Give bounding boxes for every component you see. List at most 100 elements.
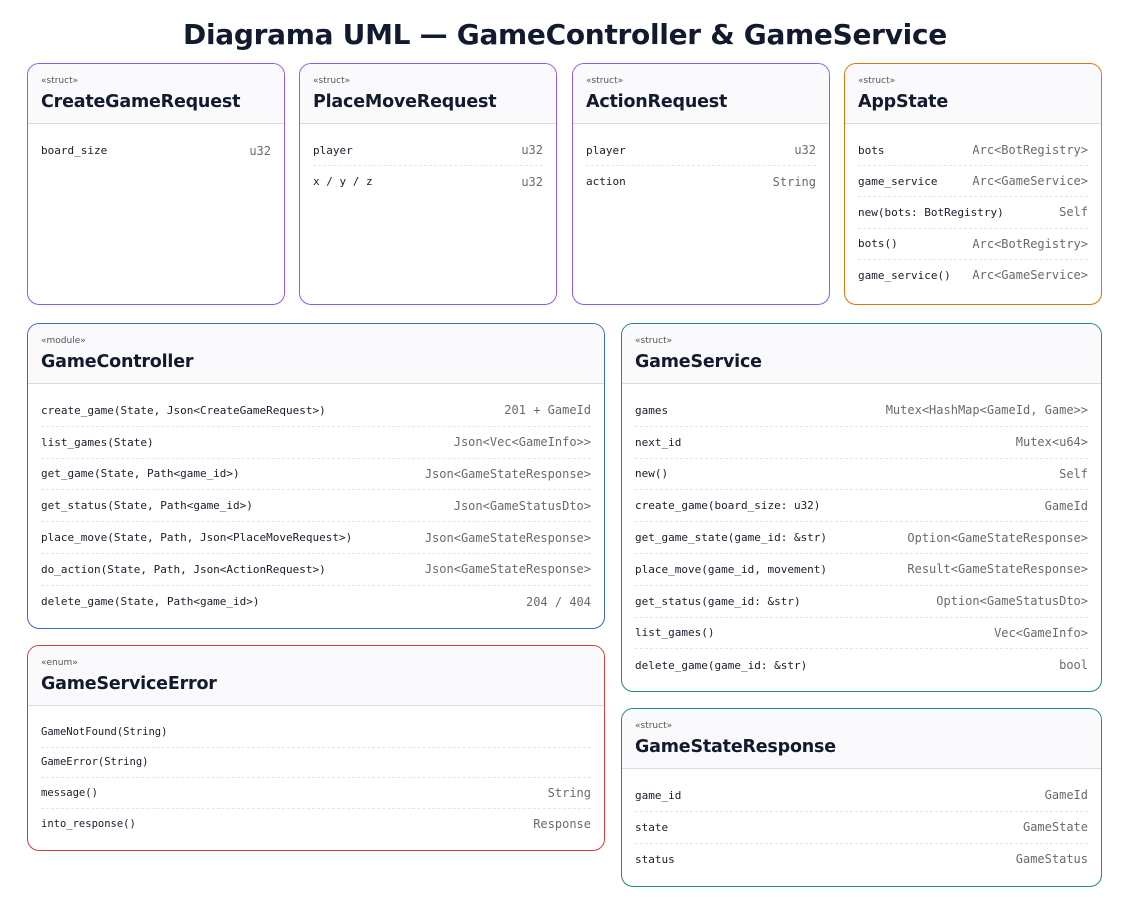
member-list: GameNotFound(String) GameError(String) m…: [28, 706, 604, 839]
member-type: Mutex<u64>: [1015, 435, 1088, 450]
member-name: list_games(): [635, 626, 715, 640]
member-type: Arc<GameService>: [972, 268, 1088, 283]
member-name: place_move(game_id, movement): [635, 562, 828, 576]
member-name: do_action(State, Path, Json<ActionReques…: [41, 562, 326, 576]
member-row: list_games() Vec<GameInfo>: [635, 618, 1088, 650]
member-type: Response: [533, 817, 591, 832]
member-type: Json<GameStatusDto>: [453, 498, 591, 513]
class-name: GameController: [41, 352, 194, 372]
member-type: String: [547, 785, 591, 800]
game-state-response-card: «struct» GameStateResponse game_id GameI…: [621, 708, 1102, 887]
member-name: get_game(State, Path<game_id>): [41, 467, 240, 481]
member-type: Mutex<HashMap<GameId, Game>>: [885, 403, 1088, 418]
member-name: player: [586, 143, 626, 157]
card-header: «enum» GameServiceError: [28, 646, 604, 706]
member-row: bots() Arc<BotRegistry>: [858, 229, 1088, 260]
member-row: next_id Mutex<u64>: [635, 427, 1088, 459]
member-row: list_games(State) Json<Vec<GameInfo>>: [41, 427, 591, 459]
stereotype-label: «struct»: [858, 76, 896, 86]
member-type: u32: [794, 143, 816, 158]
class-name: GameService: [635, 352, 762, 372]
member-row: bots Arc<BotRegistry>: [858, 135, 1088, 167]
stereotype-label: «struct»: [586, 76, 624, 86]
member-name: list_games(State): [41, 435, 154, 449]
member-name: GameNotFound(String): [41, 725, 168, 738]
member-name: get_status(State, Path<game_id>): [41, 499, 253, 513]
stereotype-label: «struct»: [635, 336, 673, 346]
class-name: AppState: [858, 92, 949, 112]
member-row: game_service Arc<GameService>: [858, 166, 1088, 198]
page-title: Diagrama UML — GameController & GameServ…: [183, 18, 947, 51]
member-type: GameId: [1044, 498, 1088, 513]
member-row: game_service() Arc<GameService>: [858, 260, 1088, 291]
member-name: create_game(board_size: u32): [635, 499, 821, 513]
member-name: create_game(State, Json<CreateGameReques…: [41, 403, 326, 417]
member-row: delete_game(game_id: &str) bool: [635, 649, 1088, 681]
stereotype-label: «module»: [41, 336, 86, 346]
member-type: 201 + GameId: [504, 403, 591, 418]
member-list: player u32 x / y / z u32: [300, 124, 556, 197]
member-row: state GameState: [635, 812, 1088, 844]
card-header: «struct» ActionRequest: [573, 64, 829, 124]
member-type: Result<GameStateResponse>: [907, 562, 1088, 577]
member-name: delete_game(State, Path<game_id>): [41, 595, 260, 609]
member-type: 204 / 404: [525, 594, 591, 609]
member-row: GameNotFound(String): [41, 717, 591, 748]
member-row: get_status(State, Path<game_id>) Json<Ga…: [41, 490, 591, 523]
member-row: status GameStatus: [635, 844, 1088, 876]
member-name: games: [635, 403, 669, 417]
member-name: new(): [635, 467, 669, 481]
member-row: games Mutex<HashMap<GameId, Game>>: [635, 395, 1088, 427]
member-type: u32: [521, 174, 543, 189]
stereotype-label: «enum»: [41, 658, 78, 668]
place-move-request-card: «struct» PlaceMoveRequest player u32 x /…: [299, 63, 557, 305]
class-name: GameStateResponse: [635, 737, 836, 757]
member-type: Option<GameStateResponse>: [907, 530, 1088, 545]
member-list: bots Arc<BotRegistry> game_service Arc<G…: [845, 124, 1101, 291]
member-name: action: [586, 175, 626, 189]
member-name: delete_game(game_id: &str): [635, 658, 808, 672]
member-name: bots: [858, 143, 885, 157]
card-header: «struct» PlaceMoveRequest: [300, 64, 556, 124]
action-request-card: «struct» ActionRequest player u32 action…: [572, 63, 830, 305]
member-type: Arc<BotRegistry>: [972, 143, 1088, 158]
game-controller-card: «module» GameController create_game(Stat…: [27, 323, 605, 629]
member-row: place_move(State, Path, Json<PlaceMoveRe…: [41, 522, 591, 554]
member-list: board_size u32: [28, 124, 284, 166]
member-name: state: [635, 820, 669, 834]
member-name: board_size: [41, 144, 108, 158]
member-row: GameError(String): [41, 748, 591, 779]
member-type: Json<GameStateResponse>: [424, 530, 591, 545]
card-header: «struct» CreateGameRequest: [28, 64, 284, 124]
member-type: Option<GameStatusDto>: [936, 594, 1088, 609]
card-header: «struct» GameStateResponse: [622, 709, 1101, 769]
member-name: game_service: [858, 174, 938, 188]
member-list: create_game(State, Json<CreateGameReques…: [28, 384, 604, 618]
member-name: bots(): [858, 237, 898, 251]
member-row: message() String: [41, 778, 591, 809]
class-name: CreateGameRequest: [41, 92, 241, 112]
card-header: «struct» AppState: [845, 64, 1101, 124]
member-row: new(bots: BotRegistry) Self: [858, 197, 1088, 229]
member-type: bool: [1059, 658, 1088, 673]
member-type: GameId: [1044, 788, 1088, 803]
member-type: Json<GameStateResponse>: [424, 466, 591, 481]
member-name: next_id: [635, 435, 682, 449]
member-type: Arc<BotRegistry>: [972, 236, 1088, 251]
stereotype-label: «struct»: [313, 76, 351, 86]
member-list: games Mutex<HashMap<GameId, Game>> next_…: [622, 384, 1101, 681]
member-row: get_game_state(game_id: &str) Option<Gam…: [635, 522, 1088, 554]
member-row: delete_game(State, Path<game_id>) 204 / …: [41, 586, 591, 618]
member-name: get_game_state(game_id: &str): [635, 531, 828, 545]
card-header: «module» GameController: [28, 324, 604, 384]
class-name: PlaceMoveRequest: [313, 92, 497, 112]
member-row: board_size u32: [41, 135, 271, 166]
game-service-card: «struct» GameService games Mutex<HashMap…: [621, 323, 1102, 692]
member-row: place_move(game_id, movement) Result<Gam…: [635, 554, 1088, 586]
stereotype-label: «struct»: [635, 721, 673, 731]
member-name: place_move(State, Path, Json<PlaceMoveRe…: [41, 531, 353, 545]
member-list: game_id GameId state GameState status Ga…: [622, 769, 1101, 875]
member-row: get_status(game_id: &str) Option<GameSta…: [635, 586, 1088, 618]
member-type: Json<GameStateResponse>: [424, 562, 591, 577]
create-game-request-card: «struct» CreateGameRequest board_size u3…: [27, 63, 285, 305]
